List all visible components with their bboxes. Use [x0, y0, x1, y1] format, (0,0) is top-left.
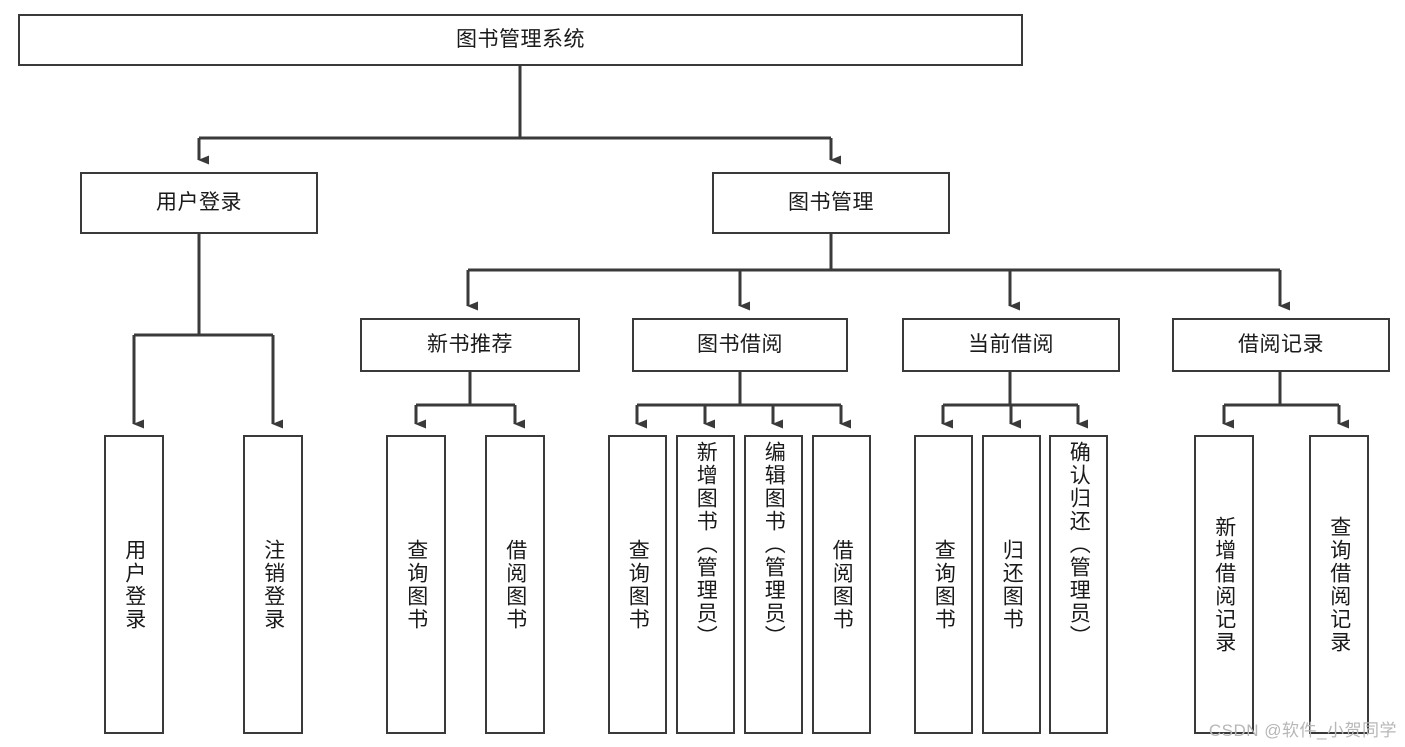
node-leaf-borrow-book-1-label: 借阅图书: [503, 538, 527, 631]
node-root-system-label: 图书管理系统: [456, 28, 585, 52]
node-leaf-borrow-book-2[interactable]: 借阅图书: [812, 435, 871, 734]
node-leaf-edit-book-admin-label: 编辑图书（管理员）: [762, 441, 786, 648]
node-current-borrow-label: 当前借阅: [968, 333, 1054, 357]
node-borrow-record[interactable]: 借阅记录: [1172, 318, 1390, 372]
node-leaf-user-logout-label: 注销登录: [261, 538, 285, 631]
node-leaf-user-login-label: 用户登录: [122, 538, 146, 631]
node-leaf-add-borrow-record-label: 新增借阅记录: [1212, 515, 1236, 654]
node-leaf-add-borrow-record[interactable]: 新增借阅记录: [1194, 435, 1254, 734]
csdn-watermark: CSDN @软件_小贺同学: [1208, 721, 1397, 740]
node-leaf-return-book[interactable]: 归还图书: [982, 435, 1041, 734]
node-leaf-confirm-return-admin-label: 确认归还（管理员）: [1067, 441, 1091, 648]
node-leaf-borrow-book-2-label: 借阅图书: [830, 538, 854, 631]
node-leaf-user-logout[interactable]: 注销登录: [243, 435, 303, 734]
node-leaf-add-book-admin[interactable]: 新增图书（管理员）: [676, 435, 735, 734]
node-leaf-user-login[interactable]: 用户登录: [104, 435, 164, 734]
node-leaf-add-book-admin-label: 新增图书（管理员）: [694, 441, 718, 648]
node-leaf-query-book-3[interactable]: 查询图书: [914, 435, 973, 734]
node-leaf-return-book-label: 归还图书: [1000, 538, 1024, 631]
node-leaf-borrow-book-1[interactable]: 借阅图书: [485, 435, 545, 734]
node-leaf-query-book-2[interactable]: 查询图书: [608, 435, 667, 734]
node-book-borrow-label: 图书借阅: [697, 333, 783, 357]
node-new-book-recommend[interactable]: 新书推荐: [360, 318, 580, 372]
node-user-login-label: 用户登录: [156, 191, 242, 215]
node-current-borrow[interactable]: 当前借阅: [902, 318, 1120, 372]
node-leaf-query-book-2-label: 查询图书: [626, 538, 650, 631]
node-book-management[interactable]: 图书管理: [712, 172, 950, 234]
node-book-borrow[interactable]: 图书借阅: [632, 318, 848, 372]
node-book-management-label: 图书管理: [788, 191, 874, 215]
node-borrow-record-label: 借阅记录: [1238, 333, 1324, 357]
node-leaf-query-book-1-label: 查询图书: [404, 538, 428, 631]
node-user-login[interactable]: 用户登录: [80, 172, 318, 234]
node-leaf-query-book-3-label: 查询图书: [932, 538, 956, 631]
node-leaf-query-borrow-record-label: 查询借阅记录: [1327, 515, 1351, 654]
node-leaf-query-borrow-record[interactable]: 查询借阅记录: [1309, 435, 1369, 734]
node-leaf-confirm-return-admin[interactable]: 确认归还（管理员）: [1049, 435, 1108, 734]
node-new-book-recommend-label: 新书推荐: [427, 333, 513, 357]
node-root-system[interactable]: 图书管理系统: [18, 14, 1023, 66]
node-leaf-query-book-1[interactable]: 查询图书: [386, 435, 446, 734]
node-leaf-edit-book-admin[interactable]: 编辑图书（管理员）: [744, 435, 803, 734]
